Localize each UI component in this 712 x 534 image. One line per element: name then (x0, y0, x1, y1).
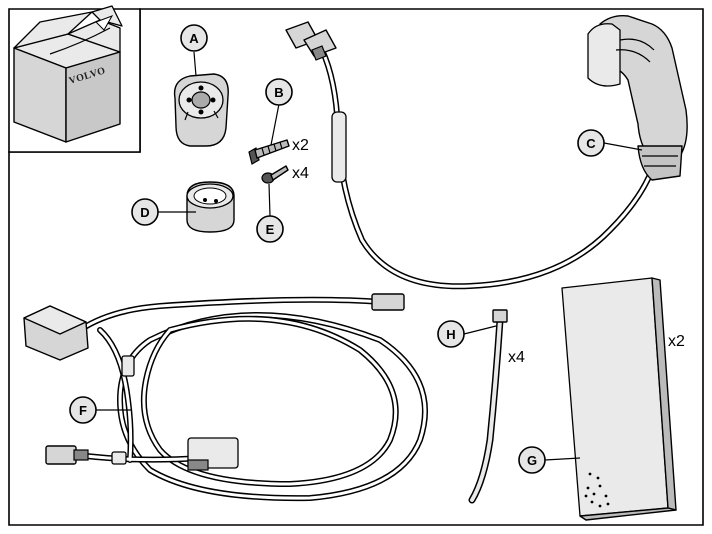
part-d-ring-icon (186, 181, 235, 233)
callout-a: A (180, 24, 208, 52)
svg-text:D: D (140, 205, 149, 220)
svg-text:F: F (79, 403, 87, 418)
callout-c: C (577, 129, 605, 157)
callout-g: G (518, 446, 546, 474)
svg-text:C: C (586, 136, 596, 151)
quantity-h: x4 (508, 349, 525, 366)
part-f-wiring-harness-icon (23, 293, 428, 502)
svg-text:G: G (527, 453, 537, 468)
callout-f: F (69, 396, 97, 424)
volvo-box-icon: VOLVO (13, 5, 123, 143)
callout-d: D (131, 198, 159, 226)
part-g-pad-icon (561, 277, 677, 521)
part-a-control-knob-icon (173, 73, 229, 147)
part-b-screw-icon (248, 139, 290, 165)
quantity-e: x4 (292, 165, 309, 182)
svg-text:H: H (446, 327, 455, 342)
part-c-handle-cable-icon (285, 14, 688, 290)
svg-text:A: A (189, 31, 199, 46)
callout-b: B (265, 78, 293, 106)
part-e-small-screw-icon (261, 165, 289, 184)
svg-text:E: E (266, 222, 275, 237)
quantity-b: x2 (292, 137, 309, 154)
part-h-cable-tie-icon (468, 309, 508, 504)
callout-h: H (437, 320, 465, 348)
quantity-g: x2 (668, 333, 685, 350)
svg-text:B: B (274, 85, 283, 100)
callout-e: E (256, 215, 284, 243)
